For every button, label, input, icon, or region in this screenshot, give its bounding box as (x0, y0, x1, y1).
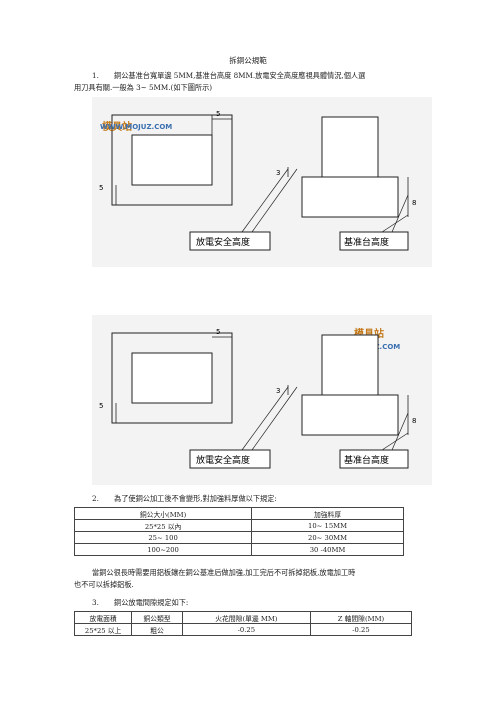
section-2-intro: 2. 為了使銅公加工後不會變形,對加強料厚做以下規定: (74, 493, 434, 505)
table-cell: 20~ 30MM (251, 531, 404, 544)
base-outline (111, 114, 233, 206)
table-header-cell: 銅公大小(MM) (73, 507, 253, 520)
dim-top-label: 5 (216, 110, 220, 118)
section-1-line-2: 用刀具有關.一般為 3~ 5MM.(如下圖所示) (74, 83, 213, 92)
watermark-cn: 模具站 (102, 120, 132, 133)
table-header-cell: 加強料厚 (251, 507, 404, 520)
callout-base-box-2 (339, 449, 409, 469)
table-cell: 25*25 以內 (73, 519, 253, 532)
figure-2: 5 5 模具站 WWW.MOJUZ.COM 3 8 放電安全高度 基准台高度 (92, 315, 432, 485)
callout-safe-leader-3 (241, 386, 289, 451)
section-1-number: 1. (92, 71, 99, 80)
base-outline-2 (111, 332, 233, 424)
table-header-row: 放電面積 銅公類型 火花間隙(單邊 MM) Z 軸間隙(MM) (73, 611, 413, 624)
callout-base-text: 基准台高度 (344, 236, 389, 248)
callout-safe-leader-2 (251, 168, 298, 233)
callout-base-leader (381, 214, 409, 233)
table-cell: -0.25 (309, 623, 413, 636)
callout-safe-box-2 (189, 449, 271, 469)
electrode-outline-2 (131, 352, 213, 404)
figure-1: 5 5 模具站 WWW.MOJUZ.COM 3 8 放電安全高度 基准台高度 (92, 97, 432, 267)
table-cell: -0.25 (181, 623, 311, 636)
table-row: 100~200 30 -40MM (73, 543, 404, 556)
dim-left-label: 5 (99, 184, 103, 192)
table-row: 25*25 以上 粗公 -0.25 -0.25 (73, 623, 413, 636)
base-side-2 (301, 394, 399, 436)
base-side (301, 176, 399, 218)
section-3-intro-text: 銅公放電間隙規定如下: (114, 598, 189, 607)
electrode-side (321, 116, 379, 178)
callout-base-leader-3 (381, 432, 409, 451)
callout-base-leader-4 (391, 412, 409, 451)
electrode-outline (131, 134, 213, 186)
callout-base-box (339, 231, 409, 251)
callout-base-leader-2 (391, 194, 409, 233)
section-1-line-1: 銅公基准台寬單邊 5MM,基准台高度 8MM.放電安全高度應視具體情況,個人選 (114, 71, 366, 80)
table-header-cell: 放電面積 (73, 611, 133, 624)
page-title: 拆銅公規範 (229, 56, 267, 65)
dim-top-label-2: 5 (216, 328, 220, 336)
table-cell: 100~200 (73, 543, 253, 556)
dim-base-label: 8 (412, 199, 416, 207)
table-cell: 30 -40MM (251, 543, 404, 556)
callout-base-text-2: 基准台高度 (344, 454, 389, 466)
table-row: 25*25 以內 10~ 15MM (73, 519, 404, 532)
figure-1-drawing: 5 5 模具站 WWW.MOJUZ.COM 3 8 放電安全高度 基准台高度 (99, 110, 416, 251)
dim-base-label-2: 8 (412, 417, 416, 425)
thickness-table: 銅公大小(MM) 加強料厚 25*25 以內 10~ 15MM 25~ 100 … (73, 507, 404, 556)
section-2-note: 當銅公很長時需要用鋁板鑲在銅公基准后做加強,加工完后不可拆掉鋁板,放電加工時 也… (74, 567, 434, 591)
table-row: 25~ 100 20~ 30MM (73, 531, 404, 544)
watermark-url: WWW.MOJUZ.COM (100, 123, 172, 131)
table-cell: 25~ 100 (73, 531, 253, 544)
table-cell: 粗公 (131, 623, 183, 636)
callout-safe-text: 放電安全高度 (196, 236, 250, 248)
section-3-number: 3. (92, 598, 99, 607)
table-header-cell: 銅公類型 (131, 611, 183, 624)
table-header-cell: 火花間隙(單邊 MM) (181, 611, 311, 624)
callout-safe-text-2: 放電安全高度 (196, 454, 250, 466)
figure-2-drawing: 5 5 模具站 WWW.MOJUZ.COM 3 8 放電安全高度 基准台高度 (99, 327, 416, 469)
table-cell: 10~ 15MM (251, 519, 404, 532)
dim-safe-label: 3 (276, 169, 280, 177)
section-2-intro-text: 為了使銅公加工後不會變形,對加強料厚做以下規定: (114, 494, 277, 503)
section-2-note-line-2: 也不可以拆掉鋁板. (74, 580, 134, 589)
section-1-paragraph: 1. 銅公基准台寬單邊 5MM,基准台高度 8MM.放電安全高度應視具體情況,個人… (74, 70, 434, 94)
callout-safe-leader (241, 168, 289, 233)
callout-safe-box (189, 231, 271, 251)
section-2-note-line-1: 當銅公很長時需要用鋁板鑲在銅公基准后做加強,加工完后不可拆掉鋁板,放電加工時 (92, 568, 356, 577)
electrode-side-2 (321, 334, 379, 396)
dim-safe-label-2: 3 (276, 387, 280, 395)
table-header-cell: Z 軸間隙(MM) (309, 611, 413, 624)
table-header-row: 銅公大小(MM) 加強料厚 (73, 507, 404, 520)
section-3-intro: 3. 銅公放電間隙規定如下: (74, 597, 434, 609)
table-cell: 25*25 以上 (73, 623, 133, 636)
gap-table: 放電面積 銅公類型 火花間隙(單邊 MM) Z 軸間隙(MM) 25*25 以上… (73, 611, 413, 636)
callout-safe-leader-4 (251, 386, 298, 451)
section-2-number: 2. (92, 494, 99, 503)
dim-left-label-2: 5 (99, 402, 103, 410)
